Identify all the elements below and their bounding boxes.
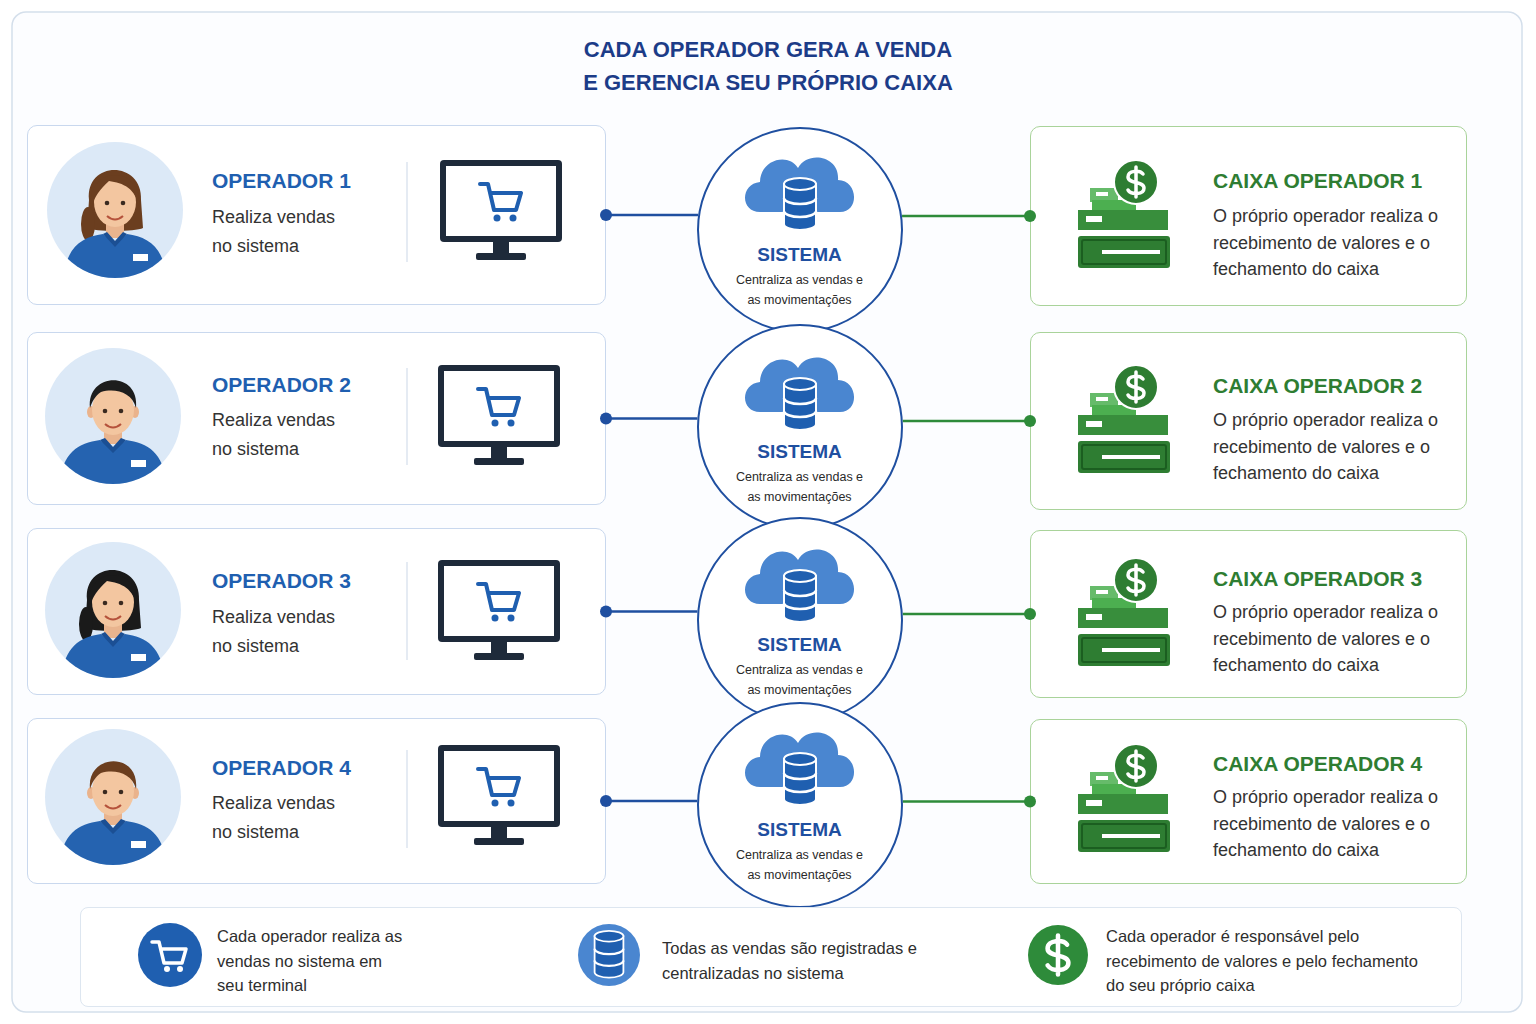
- cashier-name: CAIXA OPERADOR 3: [1213, 564, 1453, 594]
- connector-line: [903, 613, 1030, 616]
- operator-name: OPERADOR 2: [212, 370, 412, 400]
- system-circle: SISTEMA Centraliza as vendas e as movimen…: [697, 324, 903, 530]
- system-circle: SISTEMA Centraliza as vendas e as movimen…: [697, 517, 903, 723]
- system-circle: SISTEMA Centraliza as vendas e as movimen…: [697, 702, 903, 908]
- cash-register-icon: [1078, 365, 1170, 473]
- operator-description: Realiza vendas no sistema: [212, 406, 354, 464]
- connector-dot: [600, 413, 612, 425]
- operator-description: Realiza vendas no sistema: [212, 789, 354, 847]
- connector-dot: [600, 606, 612, 618]
- operator-avatar: [45, 348, 181, 488]
- connector-dot: [1024, 608, 1036, 620]
- divider-lines: [406, 162, 408, 848]
- connector-line: [903, 800, 1030, 803]
- explanation-text: Cada operador é responsável pelo recebim…: [1106, 924, 1418, 998]
- operator-card: OPERADOR 2 Realiza vendas no sistema: [27, 332, 606, 505]
- cashier-name: CAIXA OPERADOR 2: [1213, 371, 1453, 401]
- monitor-icon: [438, 745, 560, 845]
- operator-card: OPERADOR 4 Realiza vendas no sistema: [27, 718, 606, 884]
- operator-name: OPERADOR 3: [212, 566, 412, 596]
- connector-line: [903, 420, 1030, 423]
- cashier-description: O próprio operador realiza o recebimento…: [1213, 203, 1448, 283]
- cash-register-icon: [1078, 744, 1170, 852]
- cash-register-icon: [1078, 160, 1170, 268]
- connector-line: [606, 214, 698, 217]
- system-circle: SISTEMA Centraliza as vendas e as movimen…: [697, 127, 903, 333]
- operator-avatar: [45, 542, 181, 682]
- connector-line: [606, 800, 697, 803]
- cashier-card: CAIXA OPERADOR 3 O próprio operador reali…: [1030, 530, 1467, 698]
- cloud-database-icon: [745, 550, 854, 622]
- database-badge: [578, 924, 640, 986]
- connector-line: [606, 610, 697, 613]
- cloud-database-icon: [745, 733, 854, 805]
- monitor-icon: [438, 365, 560, 465]
- cashier-card: CAIXA OPERADOR 1 O próprio operador reali…: [1030, 126, 1467, 306]
- system-name: SISTEMA: [699, 818, 900, 842]
- system-description: Centraliza as vendas e as movimentações: [733, 660, 866, 700]
- operator-name: OPERADOR 4: [212, 753, 412, 783]
- cashier-description: O próprio operador realiza o recebimento…: [1213, 784, 1448, 864]
- system-name: SISTEMA: [699, 243, 900, 267]
- cashier-card: CAIXA OPERADOR 4 O próprio operador reali…: [1030, 719, 1467, 884]
- system-description: Centraliza as vendas e as movimentações: [733, 467, 866, 507]
- cart-badge: [138, 923, 202, 987]
- system-description: Centraliza as vendas e as movimentações: [733, 845, 866, 885]
- cloud-database-icon: [745, 358, 854, 430]
- outer-border: [12, 12, 1522, 1012]
- cashier-name: CAIXA OPERADOR 4: [1213, 749, 1453, 779]
- explanation-text: Cada operador realiza as vendas no siste…: [217, 924, 403, 998]
- system-description: Centraliza as vendas e as movimentações: [733, 270, 866, 310]
- cashier-description: O próprio operador realiza o recebimento…: [1213, 599, 1448, 679]
- explanation-text: Todas as vendas são registradas e centra…: [662, 936, 928, 985]
- operator-avatar: [47, 142, 183, 282]
- system-name: SISTEMA: [699, 440, 900, 464]
- operator-description: Realiza vendas no sistema: [212, 603, 354, 661]
- connector-dot: [600, 209, 612, 221]
- monitor-icon: [440, 160, 562, 260]
- cashier-description: O próprio operador realiza o recebimento…: [1213, 407, 1448, 487]
- cashier-name: CAIXA OPERADOR 1: [1213, 166, 1453, 196]
- dollar-badge: [1028, 925, 1088, 985]
- operator-name: OPERADOR 1: [212, 166, 412, 196]
- monitor-icon: [438, 560, 560, 660]
- operator-avatar: [45, 729, 181, 869]
- operator-card: OPERADOR 3 Realiza vendas no sistema: [27, 528, 606, 695]
- connector-dot: [600, 795, 612, 807]
- explanation-box: Cada operador realiza as vendas no siste…: [80, 907, 1462, 1007]
- system-name: SISTEMA: [699, 633, 900, 657]
- connector-line: [902, 215, 1030, 218]
- operator-description: Realiza vendas no sistema: [212, 203, 354, 261]
- connector-dot: [1024, 796, 1036, 808]
- cashier-card: CAIXA OPERADOR 2 O próprio operador reali…: [1030, 332, 1467, 510]
- cloud-database-icon: [745, 158, 854, 230]
- connector-line: [606, 417, 697, 420]
- connector-dot: [1024, 415, 1036, 427]
- cash-register-icon: [1078, 558, 1170, 666]
- diagram-title: CADA OPERADOR GERA A VENDA E GERENCIA SE…: [468, 33, 1068, 99]
- connector-dot: [1024, 210, 1036, 222]
- operator-card: OPERADOR 1 Realiza vendas no sistema: [27, 125, 606, 305]
